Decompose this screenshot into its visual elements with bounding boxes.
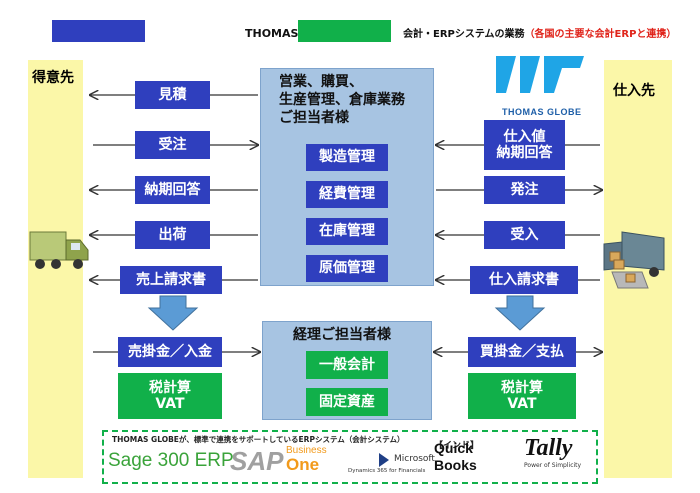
supplier-label: 仕入先 <box>613 83 655 99</box>
box-purchase-invoice: 仕入請求書 <box>470 266 578 294</box>
dynamics-icon <box>379 453 389 467</box>
center-top-panel: 営業、購買、 生産管理、倉庫業務 ご担当者様 <box>260 68 434 286</box>
legend-thomas-swatch <box>52 20 145 42</box>
sage-logo: Sage 300 ERP <box>108 450 234 471</box>
arrow-down-icon <box>494 295 546 331</box>
box-price-delivery: 仕入値納期回答 <box>484 120 565 170</box>
module-manufacturing: 製造管理 <box>306 144 388 171</box>
box-order: 受注 <box>135 131 210 159</box>
erp-systems-box: THOMAS GLOBEが、標準で連携をサポートしているERPシステム（会計シス… <box>102 430 598 484</box>
center-bottom-title: 経理ご担当者様 <box>293 327 391 343</box>
module-general-ledger: 一般会計 <box>306 351 388 379</box>
india-label: 【インド】 <box>434 441 480 451</box>
box-delivery-reply: 納期回答 <box>135 176 210 204</box>
box-purchase-order: 発注 <box>484 176 565 204</box>
module-expenses: 経費管理 <box>306 181 388 208</box>
legend-erp-swatch <box>298 20 391 42</box>
tally-logo: Tally Power of Simplicity <box>524 435 582 469</box>
module-inventory: 在庫管理 <box>306 218 388 245</box>
legend-erp-label: 会計・ERPシステムの業務（各国の主要な会計ERPと連携） <box>403 29 677 40</box>
customer-bar <box>28 60 83 478</box>
thomas-globe-logo: THOMAS GLOBE <box>488 48 598 118</box>
logo-mark-icon <box>496 56 584 93</box>
sap-logo: SAP <box>230 446 284 476</box>
delivery-truck-icon <box>603 231 665 289</box>
module-fixed-assets: 固定資産 <box>306 388 388 416</box>
box-sales-invoice: 売上請求書 <box>120 266 222 294</box>
logo-text: THOMAS GLOBE <box>502 107 582 117</box>
box-accounts-payable: 買掛金／支払 <box>468 337 576 367</box>
box-receipt: 受入 <box>484 221 565 249</box>
quickbooks-logo: Quick Books <box>434 440 477 473</box>
center-top-title: 営業、購買、 生産管理、倉庫業務 ご担当者様 <box>279 74 405 127</box>
erp-caption: THOMAS GLOBEが、標準で連携をサポートしているERPシステム（会計シス… <box>112 435 405 444</box>
arrow-down-icon <box>147 295 199 331</box>
sap-business-one: Business One <box>286 445 327 474</box>
box-shipping: 出荷 <box>135 221 210 249</box>
customer-label: 得意先 <box>32 70 74 86</box>
module-costing: 原価管理 <box>306 255 388 282</box>
box-quote: 見積 <box>135 81 210 109</box>
box-accounts-receivable: 売掛金／入金 <box>118 337 222 367</box>
truck-icon <box>29 231 89 269</box>
